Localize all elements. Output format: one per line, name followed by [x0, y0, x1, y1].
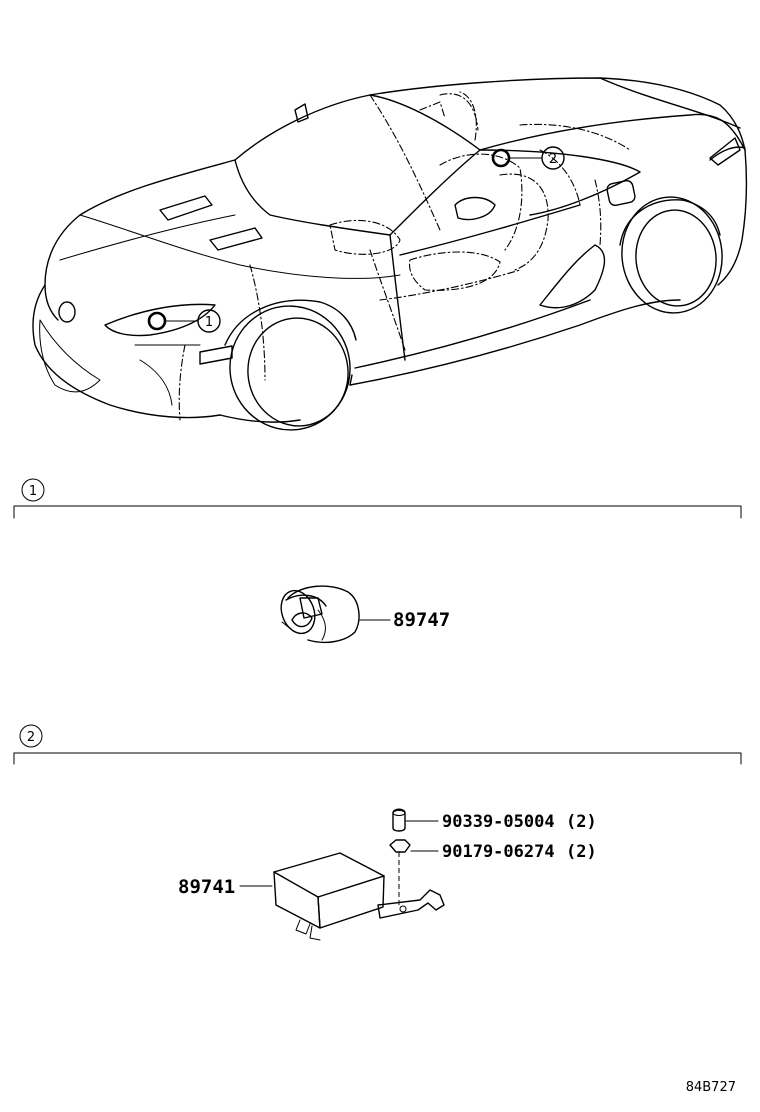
section-1: 1 89747	[13, 478, 742, 644]
section-number-circle-2	[19, 724, 43, 748]
figure-code: 84B727	[686, 1080, 736, 1095]
callout-number-2: 2	[549, 152, 557, 167]
section-2-bracket	[13, 752, 742, 765]
section-number-1: 1	[29, 484, 37, 499]
location-marker-2	[491, 148, 511, 168]
part-qty-90339-05004: (2)	[566, 812, 597, 832]
callout-number-1: 1	[205, 315, 213, 330]
part-code-89741: 89741	[178, 876, 235, 898]
part-qty-90179-06274: (2)	[566, 842, 597, 862]
section-1-bracket	[13, 505, 742, 519]
part-code-90179-06274: 90179-06274	[442, 842, 555, 862]
car-illustration: 1 2	[32, 77, 748, 431]
location-marker-1	[147, 311, 167, 331]
part-code-89747: 89747	[393, 609, 450, 631]
callout-circle-2	[541, 146, 565, 170]
sensor-part-89747-illustration	[280, 585, 360, 644]
callout-circle-1	[197, 309, 221, 333]
section-2: 2 89741 90339-05004 (2) 90179-06274 (2)	[13, 724, 742, 941]
control-module-89741-illustration	[273, 808, 445, 941]
part-code-90339-05004: 90339-05004	[442, 812, 555, 832]
section-number-2: 2	[27, 730, 35, 745]
section-number-circle-1	[21, 478, 45, 502]
